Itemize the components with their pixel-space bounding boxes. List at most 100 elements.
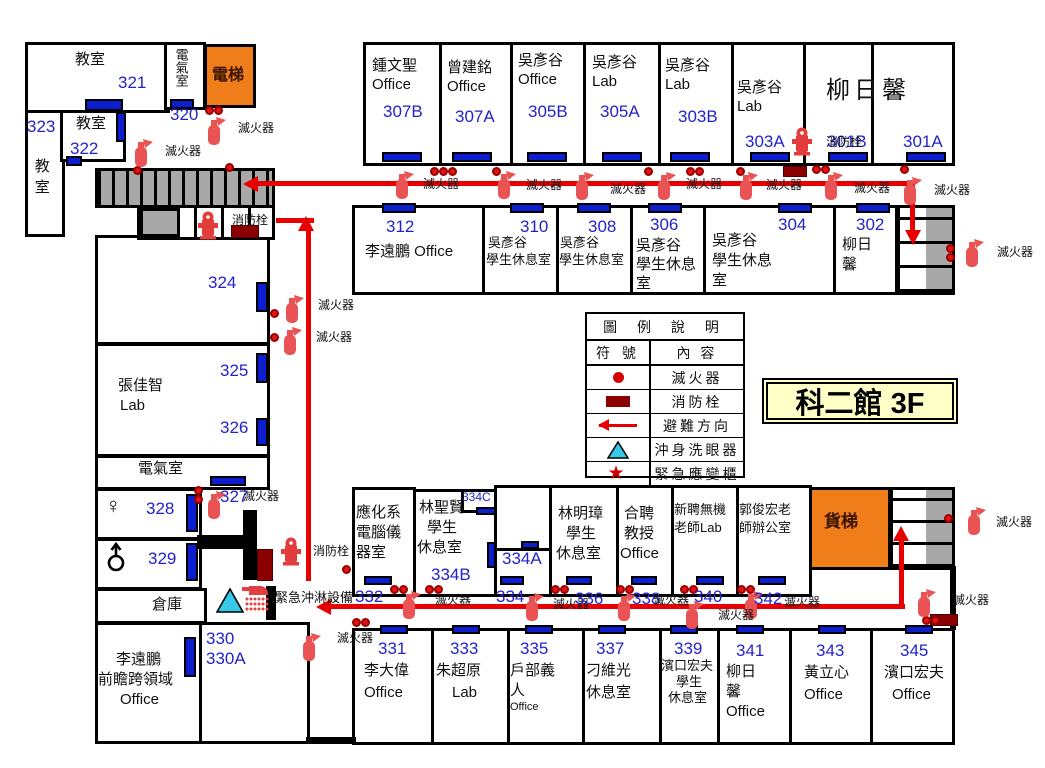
evacuation-route-line (306, 229, 311, 581)
fire-extinguisher-dot (194, 486, 203, 495)
legend-row-cabinet: ★ 緊急應變櫃 (587, 462, 743, 485)
map-label: 335 (520, 639, 549, 658)
fire-extinguisher-dot (560, 585, 569, 594)
fire-extinguisher-icon (613, 592, 637, 627)
room-333 (431, 628, 510, 745)
map-label: 學生 (427, 519, 458, 536)
map-label: 307A (455, 107, 495, 126)
map-label: Office (892, 686, 931, 703)
evacuation-route-line (276, 218, 314, 223)
room-312 (352, 205, 485, 295)
map-label: 330 (206, 629, 235, 648)
room-306 (630, 205, 706, 295)
room-330 (199, 622, 310, 744)
fire-hydrant-marker (783, 166, 807, 177)
fire-extinguisher-icon (740, 590, 764, 625)
map-label: 學生休息室 (486, 252, 552, 267)
map-label: 330A (206, 649, 246, 668)
fire-extinguisher-dot (133, 166, 142, 175)
map-label: Office (372, 76, 411, 93)
wall (461, 489, 464, 513)
map-label: 337 (596, 639, 625, 658)
map-label: 前瞻跨領域 (98, 671, 174, 688)
map-label: 滅火器 (718, 608, 755, 622)
map-label: 休息室 (417, 539, 463, 556)
door (566, 576, 592, 585)
map-label: 吳彥谷 (737, 79, 783, 96)
fire-extinguisher-dot (425, 585, 434, 594)
door (856, 203, 890, 213)
door (736, 625, 764, 634)
map-label: 消防栓 (313, 544, 350, 558)
map-label: 學生休息 (636, 256, 697, 273)
fire-extinguisher-dot (439, 167, 448, 176)
room-337 (582, 628, 662, 745)
door (602, 152, 642, 162)
door (452, 152, 492, 162)
map-label: 334C (462, 490, 491, 504)
map-label: 336 (575, 589, 604, 608)
map-label: 331 (378, 639, 407, 658)
door (186, 494, 198, 532)
door (364, 576, 392, 585)
room-storage (95, 588, 207, 624)
map-label: 321 (118, 73, 147, 92)
map-label: 345 (900, 641, 929, 660)
wall (197, 535, 247, 549)
door (170, 99, 194, 109)
emergency-cabinet-star-icon: ★ (607, 463, 629, 484)
map-label: 滅火器 (610, 182, 647, 196)
fire-hydrant-icon (280, 536, 302, 571)
room-324 (95, 235, 270, 345)
map-label: 電梯 (212, 67, 245, 84)
fire-extinguisher-dot (746, 585, 755, 594)
map-label: 緊急沖淋設備 (275, 590, 354, 605)
fire-extinguisher-icon (521, 592, 545, 627)
evacuation-arrowhead-left (316, 599, 331, 615)
door (828, 152, 868, 162)
map-label: 學生休息室 (559, 252, 625, 267)
map-label: 鍾文聖 (372, 57, 418, 74)
door (452, 625, 480, 634)
map-label: 325 (220, 361, 249, 380)
door (527, 152, 567, 162)
map-label: 滅火器 (318, 298, 355, 312)
door (256, 418, 268, 446)
room-303B (658, 42, 734, 166)
map-label: 301B (827, 132, 867, 151)
fire-extinguisher-dot (689, 585, 698, 594)
door (905, 625, 933, 634)
fire-extinguisher-dot (944, 514, 953, 523)
evacuation-arrow-icon (598, 419, 637, 431)
map-label: 學生 (676, 674, 703, 689)
room-335 (507, 628, 585, 745)
fire-extinguisher-dot (900, 165, 909, 174)
fire-extinguisher-icon (298, 632, 322, 667)
map-label: 320 (170, 105, 199, 124)
door (818, 625, 846, 634)
elevator-freight (809, 487, 891, 570)
legend-row-extinguisher: 滅火器 (587, 366, 743, 390)
map-label: 老師Lab (674, 520, 722, 535)
door (631, 576, 657, 585)
map-label: Office (364, 684, 403, 701)
map-label: Office (510, 701, 539, 713)
map-label: 曾建銘 (447, 59, 493, 76)
map-label: 吳彥谷 (560, 235, 600, 250)
door (758, 576, 786, 585)
door (382, 152, 422, 162)
map-label: 滅火器 (238, 121, 275, 135)
door (598, 625, 626, 634)
fire-extinguisher-icon (820, 171, 844, 206)
map-label: 休息室 (668, 690, 708, 705)
map-label: 柳日 (726, 663, 757, 680)
fire-hydrant-marker (231, 225, 259, 238)
fire-extinguisher-icon (963, 506, 987, 541)
map-label: 吳彥谷 (592, 54, 638, 71)
map-label: 342 (754, 589, 783, 608)
map-label: 吳彥谷 (636, 237, 682, 254)
door (487, 542, 496, 568)
door (186, 543, 198, 581)
map-label: 李遠鵬 (116, 651, 162, 668)
fire-extinguisher-icon (203, 116, 227, 151)
